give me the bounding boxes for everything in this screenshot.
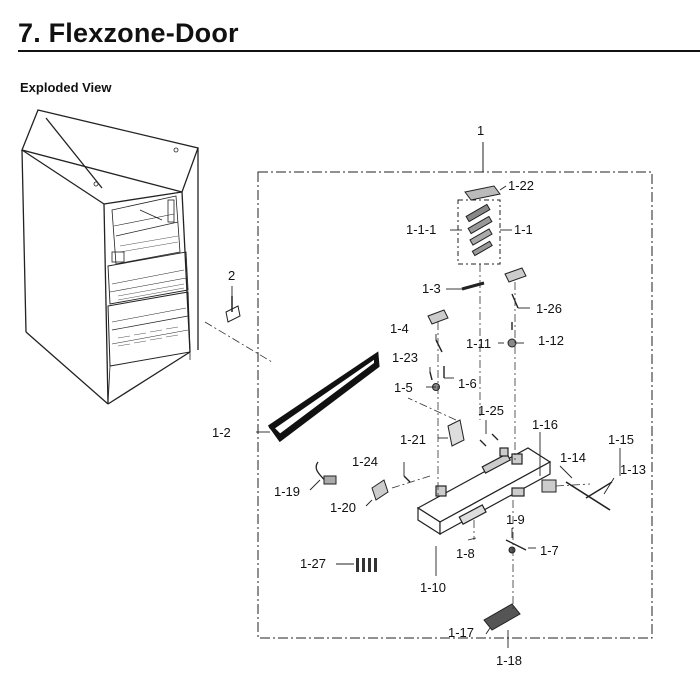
callout-1-1-1: 1-1-1: [406, 222, 436, 237]
callout-1-18: 1-18: [496, 653, 522, 668]
callout-1-19: 1-19: [274, 484, 300, 499]
callout-1-9: 1-9: [506, 512, 525, 527]
refrigerator-cabinet: [21, 109, 199, 405]
callout-1-27: 1-27: [300, 556, 326, 571]
callout-1-23: 1-23: [392, 350, 418, 365]
small-parts: [225, 185, 613, 631]
page-title: 7. Flexzone-Door: [18, 18, 239, 48]
callout-1-5: 1-5: [394, 380, 413, 395]
callout-labels: 1 1-22 1-1-1 1-1 2 1-3 1-26 1-4 1-11 1-1…: [212, 123, 646, 668]
callout-1-12: 1-12: [538, 333, 564, 348]
callout-1-24: 1-24: [352, 454, 378, 469]
callout-1-11: 1-11: [466, 336, 491, 351]
callout-1-25: 1-25: [478, 403, 504, 418]
callout-1-10: 1-10: [420, 580, 446, 595]
callout-1-15: 1-15: [608, 432, 634, 447]
callout-1-4: 1-4: [390, 321, 409, 336]
callout-1-13: 1-13: [620, 462, 646, 477]
assembly-boundary: [257, 171, 653, 639]
callout-1-22: 1-22: [508, 178, 534, 193]
title-rule: [18, 50, 700, 52]
callout-1-17: 1-17: [448, 625, 474, 640]
callout-1-1: 1-1: [514, 222, 533, 237]
callout-1-14: 1-14: [560, 450, 586, 465]
callout-1-8: 1-8: [456, 546, 475, 561]
callout-1-20: 1-20: [330, 500, 356, 515]
callout-1-3: 1-3: [422, 281, 441, 296]
callout-1-7: 1-7: [540, 543, 559, 558]
callout-1-6: 1-6: [458, 376, 477, 391]
callout-1: 1: [477, 123, 484, 138]
section-subtitle: Exploded View: [20, 80, 112, 95]
leader-lines: [231, 185, 621, 648]
door-gasket: [204, 321, 380, 443]
door-panel: [416, 447, 552, 536]
callout-1-26: 1-26: [536, 301, 562, 316]
callout-1-16: 1-16: [532, 417, 558, 432]
callout-2: 2: [228, 268, 235, 283]
assembly-lines: [391, 264, 591, 610]
callout-1-2: 1-2: [212, 425, 231, 440]
callout-1-21: 1-21: [400, 432, 426, 447]
